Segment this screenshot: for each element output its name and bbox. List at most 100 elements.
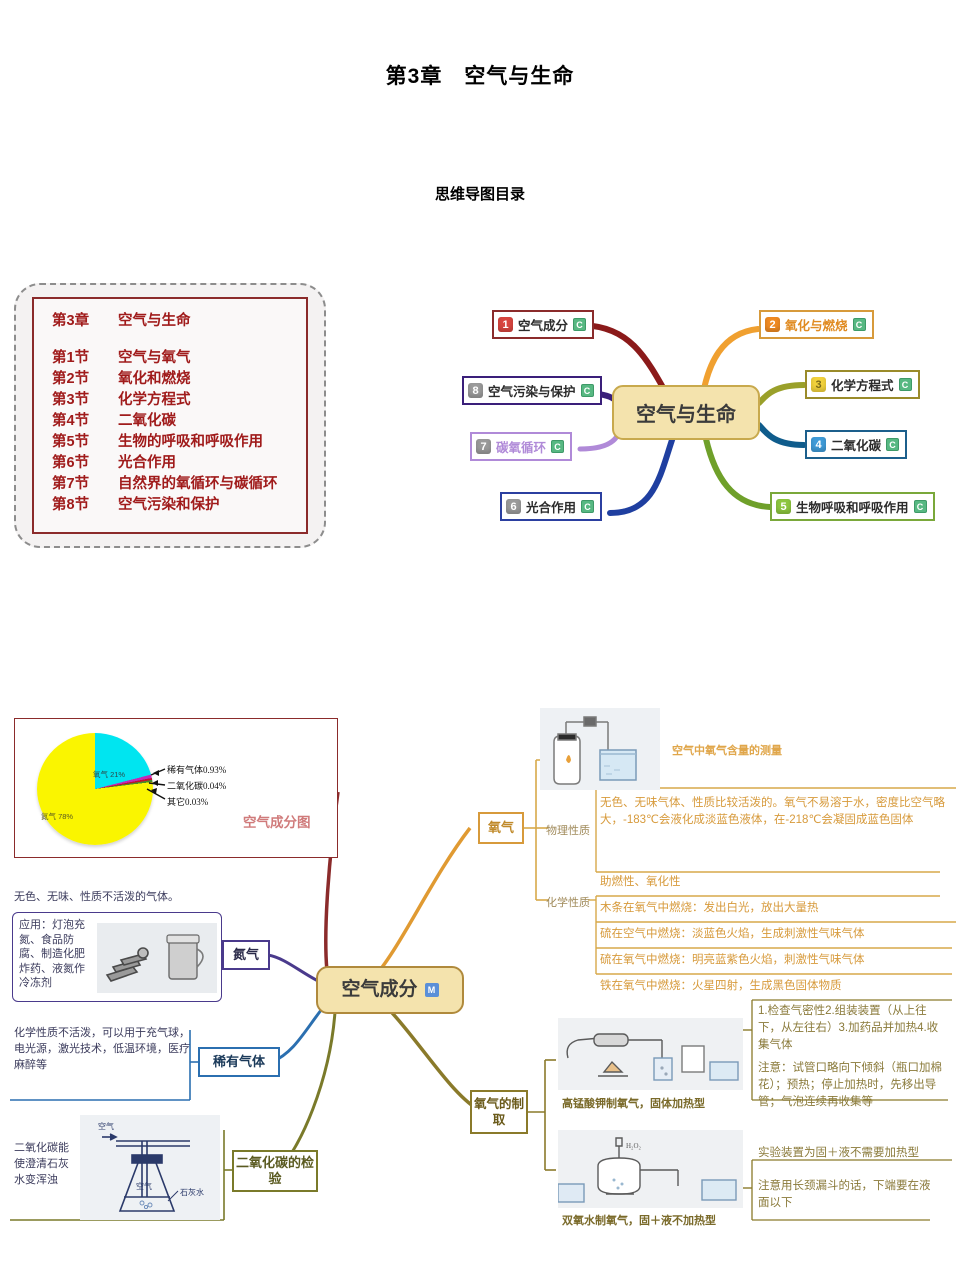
mindmap-center-node[interactable]: 空气与生命 — [612, 385, 760, 440]
node-badge-icon-3: C — [898, 378, 912, 391]
mindmap-node-8[interactable]: 8 空气污染与保护 C — [462, 376, 602, 405]
oxygen-physical-text: 无色、无味气体、性质比较活泼的。氧气不易溶于水，密度比空气略大，-183℃会液化… — [600, 797, 945, 826]
node-oxygen-label: 氧气 — [487, 820, 514, 835]
oxygen-measure-apparatus-art — [540, 708, 660, 790]
node-number-7: 7 — [476, 439, 491, 454]
toc-row-8[interactable]: 第8节空气污染和保护 — [52, 495, 292, 516]
detail-center-node[interactable]: 空气成分 M — [316, 966, 464, 1014]
nitrogen-application-box: 应用：灯泡充氮、食品防腐、制造化肥炸药、液氮作冷冻剂 — [12, 912, 222, 1002]
pie-slice-label-nitrogen: 氮气 78% — [41, 812, 74, 821]
toc-row-3[interactable]: 第3节化学方程式 — [52, 390, 292, 411]
mindmap-node-1[interactable]: 1 空气成分 C — [492, 310, 595, 339]
toc-title-3: 化学方程式 — [118, 392, 191, 408]
toc-label-7: 第7节 — [52, 476, 90, 492]
toc-chapter-label: 第3章 — [52, 313, 90, 329]
svg-text:空气: 空气 — [98, 1121, 114, 1131]
noble-gas-note: 化学性质不活泼，可以用于充气球，电光源，激光技术，低温环境，医疗麻醉等 — [14, 1027, 190, 1071]
node-number-5: 5 — [776, 499, 791, 514]
co2-test-photo: 空气 空气 石灰水 — [80, 1115, 220, 1220]
node-number-4: 4 — [811, 437, 826, 452]
oxygen-chemical-item-0: 助燃性、氧化性 — [600, 876, 681, 888]
node-co2-test-label: 二氧化碳的检验 — [235, 1155, 314, 1186]
toc-title-7: 自然界的氧循环与碳循环 — [118, 476, 278, 492]
node-badge-icon-7: C — [551, 440, 565, 453]
node-nitrogen[interactable]: 氮气 — [222, 940, 270, 970]
pie-callout-noble-gas: 稀有气体0.93% — [167, 765, 227, 775]
toc-chapter-title: 空气与生命 — [118, 313, 191, 329]
pie-chart-title: 空气成分图 — [243, 815, 311, 830]
toc-row-1[interactable]: 第1节空气与氧气 — [52, 348, 292, 369]
node-number-2: 2 — [765, 317, 780, 332]
toc-row-7[interactable]: 第7节 自然界的氧循环与碳循环 — [52, 474, 292, 495]
node-co2-test[interactable]: 二氧化碳的检验 — [232, 1150, 318, 1192]
mindmap-node-4[interactable]: 4 二氧化碳 C — [805, 430, 908, 459]
toc-title-5: 生物的呼吸和呼吸作用 — [118, 434, 263, 450]
node-number-8: 8 — [468, 383, 483, 398]
node-oxygen-preparation-label: 氧气的制取 — [473, 1097, 524, 1127]
oxygen-prep-method2-steps: 实验装置为固＋液不需要加热型 — [758, 1147, 919, 1159]
toc-row-2[interactable]: 第2节 氧化和燃烧 — [52, 369, 292, 390]
nitrogen-photo — [97, 923, 217, 993]
node-label-6: 光合作用 — [526, 501, 577, 515]
air-composition-chart-panel: 氧气 21% 氮气 78% 稀有气体0.93% 二氧化碳0.04% 其它0.03… — [14, 718, 338, 858]
detail-mindmap: 氧气 21% 氮气 78% 稀有气体0.93% 二氧化碳0.04% 其它0.03… — [0, 700, 960, 1260]
node-label-7: 碳氧循环 — [496, 441, 547, 455]
node-badge-icon-8: C — [580, 384, 594, 397]
node-oxygen[interactable]: 氧气 — [478, 812, 524, 844]
toc-chapter-row: 第3章 空气与生命 — [52, 311, 292, 332]
svg-text:石灰水: 石灰水 — [180, 1187, 204, 1197]
toc-spacer — [52, 332, 292, 348]
mindmap-node-6[interactable]: 6 光合作用 C — [500, 492, 603, 521]
toc-row-6[interactable]: 第6节 光合作用 — [52, 453, 292, 474]
oxygen-prep-method1-caption: 高锰酸钾制氧气，固体加热型 — [562, 1098, 705, 1110]
toc-inner-frame: 第3章 空气与生命 第1节空气与氧气 第2节 氧化和燃烧 第3节化学方程式 第4节 二… — [32, 297, 308, 534]
co2-test-note: 二氧化碳能使澄清石灰水变浑浊 — [14, 1142, 69, 1186]
nitrogen-application-text: 应用：灯泡充氮、食品防腐、制造化肥炸药、液氮作冷冻剂 — [19, 919, 85, 989]
node-label-8: 空气污染与保护 — [488, 385, 576, 399]
mindmap-node-2[interactable]: 2 氧化与燃烧 C — [759, 310, 874, 339]
toc-label-1: 第1节 — [52, 350, 90, 366]
kmno4-apparatus-art — [558, 1018, 743, 1090]
toc-label-5: 第5节 — [52, 434, 90, 450]
oxygen-prep-method2-caption: 双氧水制氧气，固＋液不加热型 — [562, 1215, 716, 1227]
oxygen-chemical-label: 化学性质 — [546, 897, 590, 909]
page-title: 第3章 空气与生命 — [385, 65, 575, 88]
toc-label-4: 第4节 — [52, 413, 90, 429]
node-badge-icon-6: C — [581, 500, 595, 513]
co2-test-apparatus-art: 空气 空气 石灰水 — [80, 1115, 220, 1220]
node-label-1: 空气成分 — [518, 319, 569, 333]
detail-center-badge-icon: M — [424, 983, 439, 997]
node-label-3: 化学方程式 — [831, 379, 894, 393]
toc-title-4: 二氧化碳 — [118, 413, 176, 429]
pie-slice-label-oxygen: 氧气 21% — [93, 770, 126, 779]
node-nitrogen-label: 氮气 — [232, 947, 259, 962]
oxygen-prep-method2-photo: H₂O₂ — [557, 1130, 743, 1208]
mindmap-node-5[interactable]: 5 生物呼吸和呼吸作用 C — [770, 492, 935, 521]
pie-chart — [37, 733, 153, 845]
node-badge-icon-4: C — [886, 438, 900, 451]
nitrogen-photo-art — [97, 923, 217, 993]
node-oxygen-preparation[interactable]: 氧气的制取 — [470, 1090, 528, 1134]
page-subtitle: 思维导图目录 — [434, 186, 525, 203]
pie-callout-carbon-dioxide: 二氧化碳0.04% — [167, 781, 227, 791]
toc-title-2: 氧化和燃烧 — [118, 371, 191, 387]
oxygen-measure-photo — [540, 708, 660, 790]
toc-row-4[interactable]: 第4节 二氧化碳 — [52, 411, 292, 432]
node-label-5: 生物呼吸和呼吸作用 — [796, 501, 909, 515]
mindmap-node-7[interactable]: 7 碳氧循环 C — [470, 432, 573, 461]
oxygen-physical-label: 物理性质 — [546, 825, 590, 837]
pie-callout-other: 其它0.03% — [167, 797, 209, 807]
oxygen-prep-method1-notes: 注意：试管口略向下倾斜（瓶口加棉花）；预热；停止加热时，先移出导管；气泡连续再收… — [758, 1062, 942, 1108]
oxygen-prep-method1-steps: 1.检查气密性2.组装装置（从上往下，从左往右）3.加药品并加热4.收集气体 — [758, 1005, 939, 1051]
node-number-1: 1 — [498, 317, 513, 332]
node-noble-gas[interactable]: 稀有气体 — [198, 1047, 280, 1077]
nitrogen-note: 无色、无味、性质不活泼的气体。 — [14, 891, 179, 903]
toc-row-5[interactable]: 第5节 生物的呼吸和呼吸作用 — [52, 432, 292, 453]
toc-label-6: 第6节 — [52, 455, 90, 471]
toc-label-2: 第2节 — [52, 371, 90, 387]
toc-title-6: 光合作用 — [118, 455, 176, 471]
oxygen-chemical-item-4: 铁在氧气中燃烧：火星四射，生成黑色固体物质 — [600, 980, 842, 992]
mindmap-node-3[interactable]: 3 化学方程式 C — [805, 370, 920, 399]
table-of-contents: 第3章 空气与生命 第1节空气与氧气 第2节 氧化和燃烧 第3节化学方程式 第4节 二… — [14, 283, 326, 548]
detail-center-label: 空气成分 — [341, 979, 418, 1000]
